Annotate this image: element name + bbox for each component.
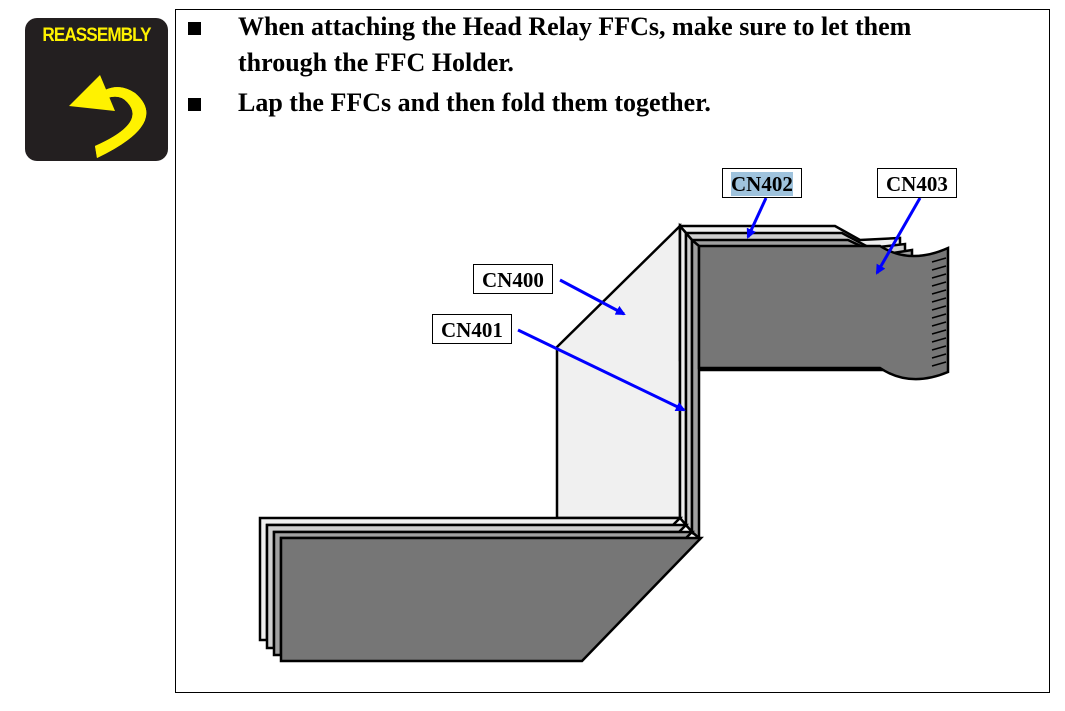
reassembly-badge: REASSEMBLY	[25, 18, 168, 161]
badge-label: REASSEMBLY	[42, 25, 151, 46]
callout-cn401-text: CN401	[441, 318, 503, 342]
arrow-cn403	[875, 197, 922, 275]
ffc-top-front-panel	[697, 244, 950, 381]
arrow-cn402	[746, 197, 768, 239]
callout-cn402: CN402	[722, 168, 802, 198]
callout-cn402-text: CN402	[731, 172, 793, 196]
instruction-1-line-1: When attaching the Head Relay FFCs, make…	[238, 12, 912, 41]
square-bullet-icon	[188, 22, 201, 35]
callout-cn401: CN401	[432, 314, 512, 344]
square-bullet-icon	[188, 98, 201, 111]
arrow-cn401	[517, 328, 686, 412]
callout-cn400-text: CN400	[482, 268, 544, 292]
ffc-bottom-front-panel	[279, 536, 704, 663]
instruction-2-line-1: Lap the FFCs and then fold them together…	[238, 88, 711, 117]
arrow-cn400	[559, 278, 626, 316]
callout-cn403: CN403	[877, 168, 957, 198]
instruction-1-line-2: through the FFC Holder.	[238, 48, 514, 77]
callout-cn403-text: CN403	[886, 172, 948, 196]
callout-cn400: CN400	[473, 264, 553, 294]
ffc-cn400-panel	[555, 223, 682, 520]
content-frame	[175, 9, 1050, 693]
curved-return-arrow-icon	[69, 75, 147, 158]
ffc-connector-ridges	[931, 257, 947, 367]
